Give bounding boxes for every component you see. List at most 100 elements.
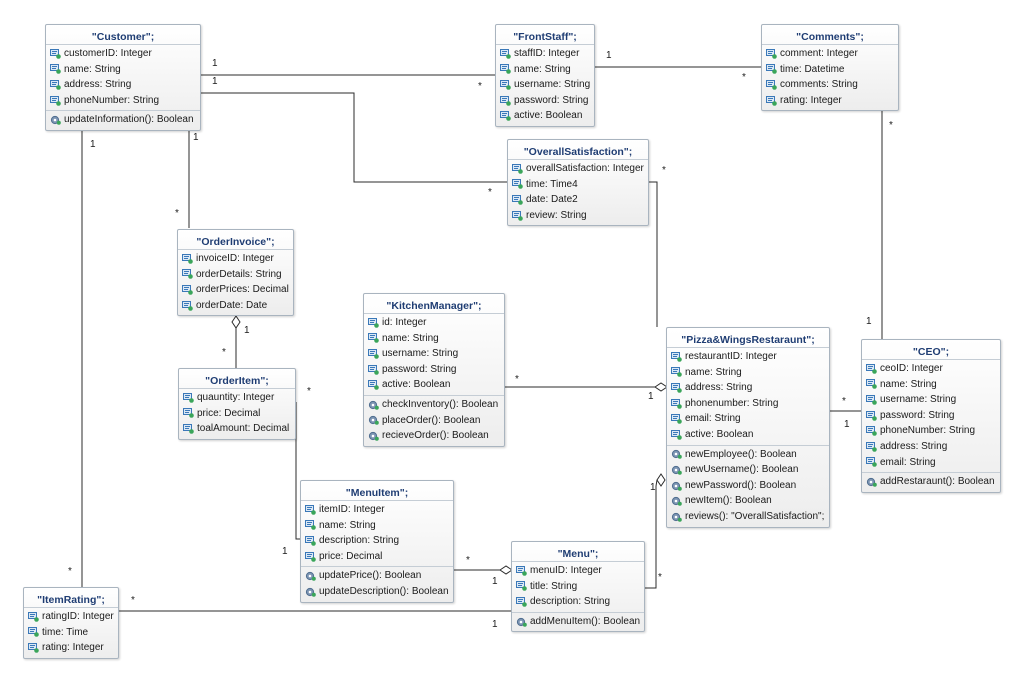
attribute-text: comments: String [780, 79, 858, 91]
attribute-icon [368, 380, 382, 390]
attribute-row[interactable]: rating: Integer [762, 93, 898, 109]
attribute-row[interactable]: review: String [508, 208, 648, 224]
attribute-row[interactable]: name: String [301, 518, 453, 534]
attribute-text: time: Datetime [780, 63, 845, 75]
multiplicity-label: * [478, 81, 482, 92]
attribute-row[interactable]: address: String [46, 77, 200, 93]
attribute-row[interactable]: menuID: Integer [512, 563, 644, 579]
class-overallsatisfaction[interactable]: "OverallSatisfaction";overallSatisfactio… [507, 139, 649, 227]
attribute-row[interactable]: email: String [862, 455, 1000, 471]
attribute-row[interactable]: description: String [512, 594, 644, 610]
multiplicity-label: 1 [866, 316, 872, 327]
attribute-row[interactable]: name: String [862, 377, 1000, 393]
attribute-row[interactable]: quauntity: Integer [179, 390, 295, 406]
class-name: "KitchenManager"; [364, 294, 504, 314]
operation-row[interactable]: newPassword(): Boolean [667, 478, 829, 494]
attribute-row[interactable]: comment: Integer [762, 46, 898, 62]
attribute-row[interactable]: itemID: Integer [301, 502, 453, 518]
attribute-row[interactable]: address: String [667, 380, 829, 396]
attribute-icon [305, 520, 319, 531]
attribute-icon [50, 48, 64, 59]
attribute-row[interactable]: active: Boolean [496, 108, 594, 124]
attribute-icon [671, 429, 685, 440]
class-name: "ItemRating"; [24, 588, 118, 608]
attribute-icon [866, 426, 880, 436]
attribute-row[interactable]: date: Date2 [508, 192, 648, 208]
attribute-text: time: Time [42, 626, 89, 638]
attribute-row[interactable]: overallSatisfaction: Integer [508, 161, 648, 177]
attribute-row[interactable]: restaurantID: Integer [667, 349, 829, 365]
attribute-icon [671, 382, 685, 393]
attribute-row[interactable]: title: String [512, 579, 644, 595]
attribute-text: email: String [685, 413, 741, 425]
attribute-row[interactable]: orderDetails: String [178, 267, 293, 283]
attribute-row[interactable]: phonenumber: String [667, 396, 829, 412]
attribute-row[interactable]: username: String [496, 77, 594, 93]
attribute-row[interactable]: comments: String [762, 77, 898, 93]
operation-row[interactable]: addRestaraunt(): Boolean [862, 474, 1000, 490]
attribute-row[interactable]: email: String [667, 411, 829, 427]
operation-row[interactable]: newEmployee(): Boolean [667, 447, 829, 463]
attribute-text: username: String [880, 394, 957, 406]
operation-row[interactable]: updateDescription(): Boolean [301, 584, 453, 600]
operation-row[interactable]: newUsername(): Boolean [667, 462, 829, 478]
attribute-row[interactable]: name: String [667, 365, 829, 381]
attribute-row[interactable]: time: Datetime [762, 62, 898, 78]
attribute-row[interactable]: password: String [364, 362, 504, 378]
attribute-row[interactable]: name: String [46, 62, 200, 78]
operation-row[interactable]: updatePrice(): Boolean [301, 568, 453, 584]
attribute-row[interactable]: name: String [364, 331, 504, 347]
operation-row[interactable]: addMenuItem(): Boolean [512, 614, 644, 630]
attribute-row[interactable]: username: String [862, 392, 1000, 408]
attribute-row[interactable]: phoneNumber: String [862, 423, 1000, 439]
attribute-row[interactable]: description: String [301, 533, 453, 549]
operation-row[interactable]: reviews(): "OverallSatisfaction"; [667, 509, 829, 525]
attribute-row[interactable]: ratingID: Integer [24, 609, 118, 625]
multiplicity-label: 1 [212, 58, 218, 69]
attribute-row[interactable]: id: Integer [364, 315, 504, 331]
attribute-row[interactable]: active: Boolean [364, 377, 504, 393]
operation-list: addRestaraunt(): Boolean [862, 472, 1000, 492]
attribute-row[interactable]: price: Decimal [301, 549, 453, 565]
attribute-icon [28, 611, 42, 622]
attribute-text: phoneNumber: String [880, 425, 976, 437]
operation-row[interactable]: checkInventory(): Boolean [364, 397, 504, 413]
attribute-row[interactable]: invoiceID: Integer [178, 251, 293, 267]
attribute-row[interactable]: orderPrices: Decimal [178, 282, 293, 298]
class-pizzawingsrestaurant[interactable]: "Pizza&WingsRestaraunt";restaurantID: In… [666, 327, 830, 528]
attribute-row[interactable]: address: String [862, 439, 1000, 455]
attribute-row[interactable]: ceoID: Integer [862, 361, 1000, 377]
operation-row[interactable]: updateInformation(): Boolean [46, 112, 200, 128]
attribute-row[interactable]: username: String [364, 346, 504, 362]
attribute-row[interactable]: active: Boolean [667, 427, 829, 443]
attribute-row[interactable]: phoneNumber: String [46, 93, 200, 109]
operation-row[interactable]: placeOrder(): Boolean [364, 413, 504, 429]
attribute-row[interactable]: time: Time [24, 625, 118, 641]
attribute-row[interactable]: toalAmount: Decimal [179, 421, 295, 437]
attribute-row[interactable]: customerID: Integer [46, 46, 200, 62]
attribute-row[interactable]: staffID: Integer [496, 46, 594, 62]
attribute-row[interactable]: password: String [496, 93, 594, 109]
attribute-row[interactable]: name: String [496, 62, 594, 78]
attribute-row[interactable]: orderDate: Date [178, 298, 293, 314]
operation-row[interactable]: newItem(): Boolean [667, 493, 829, 509]
attribute-row[interactable]: rating: Integer [24, 640, 118, 656]
class-name: "Customer"; [46, 25, 200, 45]
operation-row[interactable]: recieveOrder(): Boolean [364, 428, 504, 444]
attribute-row[interactable]: password: String [862, 408, 1000, 424]
attribute-row[interactable]: time: Time4 [508, 177, 648, 193]
attribute-row[interactable]: price: Decimal [179, 406, 295, 422]
attribute-text: name: String [514, 63, 571, 75]
